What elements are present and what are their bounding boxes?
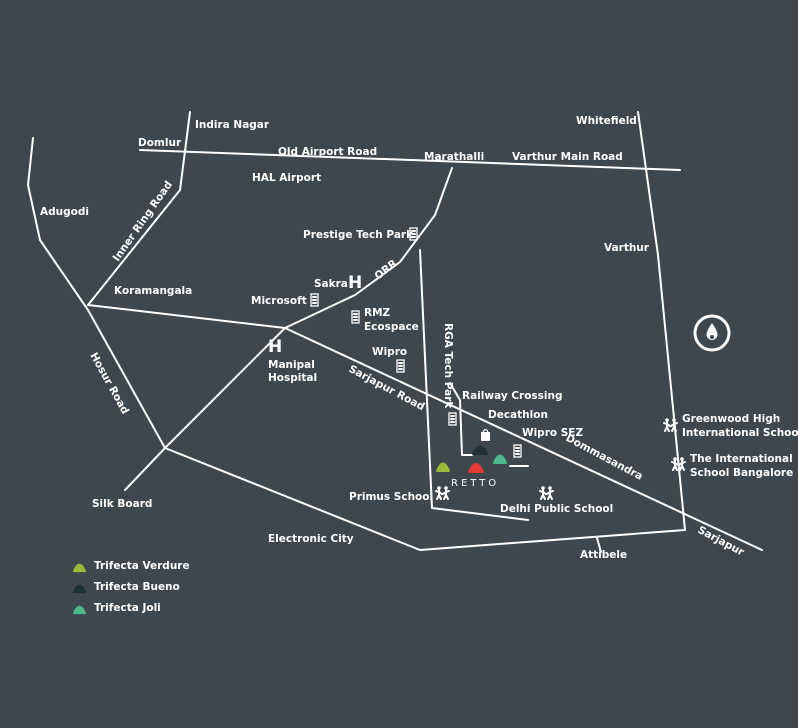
legend-label: Trifecta Bueno — [94, 580, 180, 593]
koramangala-road-line — [87, 304, 286, 329]
wipro-label: Wipro — [372, 346, 407, 358]
adugodi-hosur-road-line — [27, 137, 166, 449]
attibele-label: Attibele — [580, 549, 627, 561]
legend-item-bueno: Trifecta Bueno — [72, 576, 190, 597]
intl-school-label-line2: School Bangalore — [690, 467, 793, 479]
shopping-bag-icon — [481, 428, 490, 441]
sarjapur-road-line — [284, 327, 763, 551]
greenwood-label-line2: International School — [682, 427, 798, 439]
rmz-label: RMZ — [364, 307, 391, 319]
retto-pin-icon — [468, 463, 484, 473]
location-pin-icon — [436, 462, 450, 472]
prestige-tech-park-label: Prestige Tech Park — [303, 229, 414, 241]
hosur-road-label: Hosur Road — [87, 351, 131, 417]
domlur-label: Domlur — [138, 137, 182, 149]
road-network — [27, 111, 763, 553]
manipal-label: Manipal — [268, 359, 315, 371]
compass-logo-icon — [693, 314, 731, 352]
attibele-road-line — [596, 537, 602, 553]
sakra-label: Sakra — [314, 278, 348, 290]
dommasandra-label: Dommasandra — [564, 432, 645, 483]
microsoft-label: Microsoft — [251, 295, 307, 307]
orr-label: ORR — [372, 257, 399, 282]
electronic-city-road-line — [164, 447, 686, 551]
varthur-road-line — [637, 111, 686, 531]
indira-nagar-label: Indira Nagar — [195, 119, 270, 131]
electronic-city-label: Electronic City — [268, 533, 354, 545]
primus-school-label: Primus School — [349, 491, 433, 503]
retto-label: RETTO — [451, 478, 499, 489]
legend: Trifecta Verdure Trifecta Bueno Trifecta… — [72, 555, 190, 618]
school-icon — [435, 485, 450, 500]
hospital-label: Hospital — [268, 372, 317, 384]
intl-school-label-line1: The International — [690, 453, 793, 465]
wipro-sez-label: Wipro SEZ — [522, 427, 583, 439]
greenwood-label-line1: Greenwood High — [682, 413, 780, 425]
location-pin-icon — [72, 605, 87, 615]
inner-ring-road-label: Inner Ring Road — [111, 179, 175, 264]
inner-ring-road-line — [87, 111, 191, 306]
legend-item-verdure: Trifecta Verdure — [72, 555, 190, 576]
marathalli-label: Marathalli — [424, 151, 484, 163]
manipal-silkboard-road-line — [164, 327, 286, 449]
orr-line — [284, 167, 453, 329]
rga-tech-park-label: RGA Tech Park — [442, 323, 454, 409]
legend-label: Trifecta Joli — [94, 601, 161, 614]
location-pin-icon — [472, 445, 488, 455]
legend-label: Trifecta Verdure — [94, 559, 190, 572]
old-airport-road-label: Old Airport Road — [278, 146, 377, 158]
building-icon — [513, 444, 522, 458]
adugodi-label: Adugodi — [40, 206, 89, 218]
delhi-public-school-label: Delhi Public School — [500, 503, 613, 515]
location-pin-icon — [72, 563, 87, 573]
varthur-label: Varthur — [604, 242, 650, 254]
koramangala-label: Koramangala — [114, 285, 192, 297]
ecospace-label: Ecospace — [364, 321, 419, 333]
location-pin-icon — [493, 454, 507, 464]
school-icon — [539, 485, 554, 500]
building-icon — [351, 310, 360, 324]
hal-airport-label: HAL Airport — [252, 172, 321, 184]
building-icon — [310, 293, 319, 307]
silk-board-label: Silk Board — [92, 498, 152, 510]
whitefield-label: Whitefield — [576, 115, 637, 127]
railway-crossing-spur-line — [449, 382, 473, 456]
hospital-icon: H — [348, 273, 362, 293]
building-icon — [396, 359, 405, 373]
sarjapur-label: Sarjapur — [696, 524, 747, 559]
location-pin-icon — [72, 584, 87, 594]
silkboard-link-line — [124, 447, 166, 491]
varthur-main-road-label: Varthur Main Road — [512, 151, 623, 163]
decathlon-label: Decathlon — [488, 409, 548, 421]
school-icon — [663, 417, 678, 432]
hospital-icon: H — [268, 337, 282, 357]
old-airport-road-line — [139, 149, 681, 171]
legend-item-joli: Trifecta Joli — [72, 597, 190, 618]
rga-tech-park-road-line — [419, 249, 529, 521]
building-icon — [448, 412, 457, 426]
railway-crossing-label: Railway Crossing — [462, 390, 563, 402]
